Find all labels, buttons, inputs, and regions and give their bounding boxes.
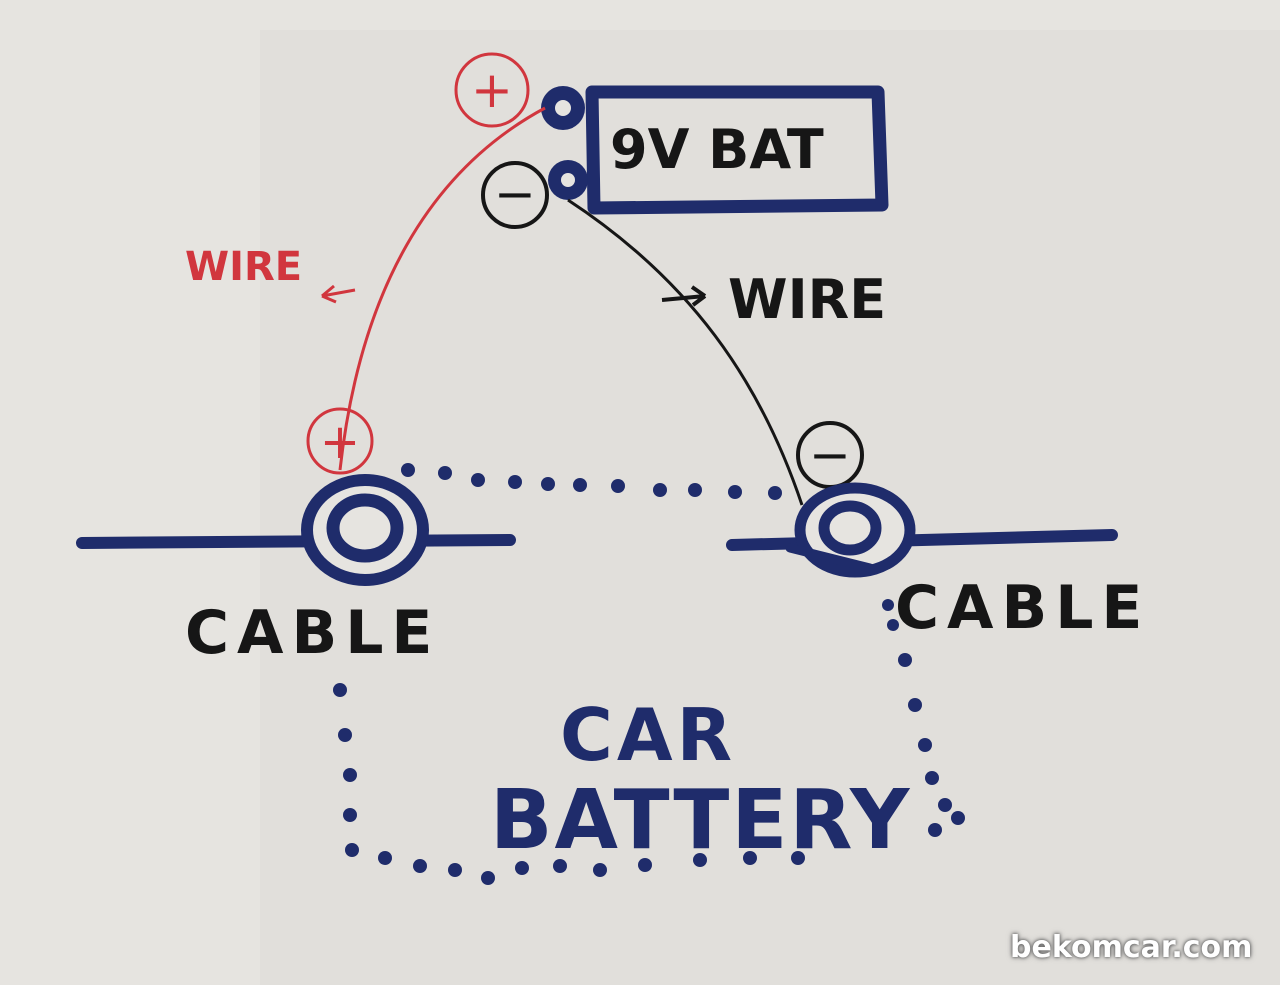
arrow-right [661, 285, 707, 307]
wire-label-right: WIRE [728, 268, 886, 331]
cable-label-left: CABLE [185, 598, 440, 668]
minus-symbol-bottom: − [796, 421, 864, 489]
wire-black [567, 198, 804, 506]
car-battery-label-line2: BATTERY [490, 773, 911, 868]
cable-label-right: CABLE [895, 573, 1150, 643]
plus-symbol-bottom: + [306, 407, 374, 475]
battery-9v-terminal-positive [541, 86, 585, 130]
cable-left [76, 474, 516, 586]
cable-right [726, 482, 1118, 578]
wire-label-left: WIRE [185, 244, 302, 290]
battery-9v-terminal-negative [548, 160, 588, 200]
battery-9v-label: 9V BAT [610, 118, 824, 181]
plus-symbol-top-text: + [471, 61, 513, 119]
battery-9v: 9V BAT [585, 85, 889, 215]
plus-symbol-bottom-text: + [320, 414, 360, 470]
arrow-left [321, 284, 356, 304]
plus-symbol-top: + [454, 52, 530, 128]
watermark: bekomcar.com [1010, 930, 1253, 965]
car-battery-label-line1: CAR [560, 693, 736, 777]
minus-symbol-top-text: − [494, 165, 536, 223]
minus-symbol-top: − [481, 161, 549, 229]
wire-red [338, 106, 546, 471]
minus-symbol-bottom-text: − [809, 426, 851, 484]
car-battery-outline [333, 463, 965, 885]
